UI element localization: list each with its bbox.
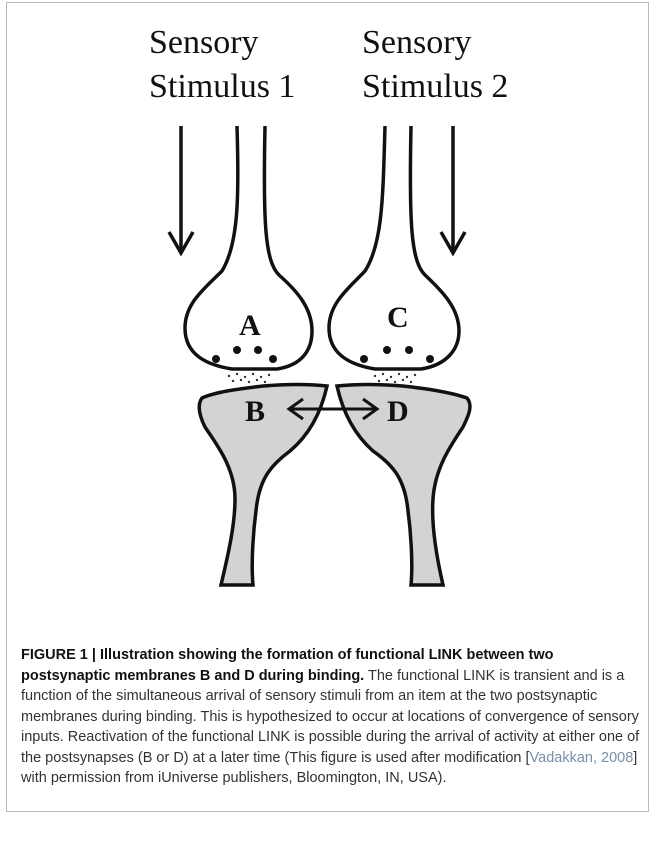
figure-label: FIGURE 1 | xyxy=(21,647,100,663)
synaptic-cleft-left xyxy=(228,373,270,383)
label-d: D xyxy=(387,395,409,428)
stimulus-1-arrow xyxy=(169,126,193,253)
stimulus-1-label-line2: Stimulus 1 xyxy=(149,68,295,105)
label-a: A xyxy=(239,309,261,342)
citation-link[interactable]: Vadakkan, 2008 xyxy=(530,750,634,766)
stimulus-2-label-line2: Stimulus 2 xyxy=(362,68,508,105)
label-c: C xyxy=(387,301,409,334)
stimulus-1-label-line1: Sensory xyxy=(149,24,259,61)
figure-caption: FIGURE 1 | Illustration showing the form… xyxy=(21,645,643,789)
synaptic-cleft-right xyxy=(374,373,416,383)
figure-frame: Sensory Stimulus 1 Sensory Stimulus 2 xyxy=(6,2,649,812)
stimulus-2-label-line1: Sensory xyxy=(362,24,472,61)
label-b: B xyxy=(245,395,265,428)
stimulus-2-arrow xyxy=(441,126,465,253)
synaptic-vesicles xyxy=(212,346,434,363)
synapse-diagram: Sensory Stimulus 1 Sensory Stimulus 2 xyxy=(7,3,650,643)
